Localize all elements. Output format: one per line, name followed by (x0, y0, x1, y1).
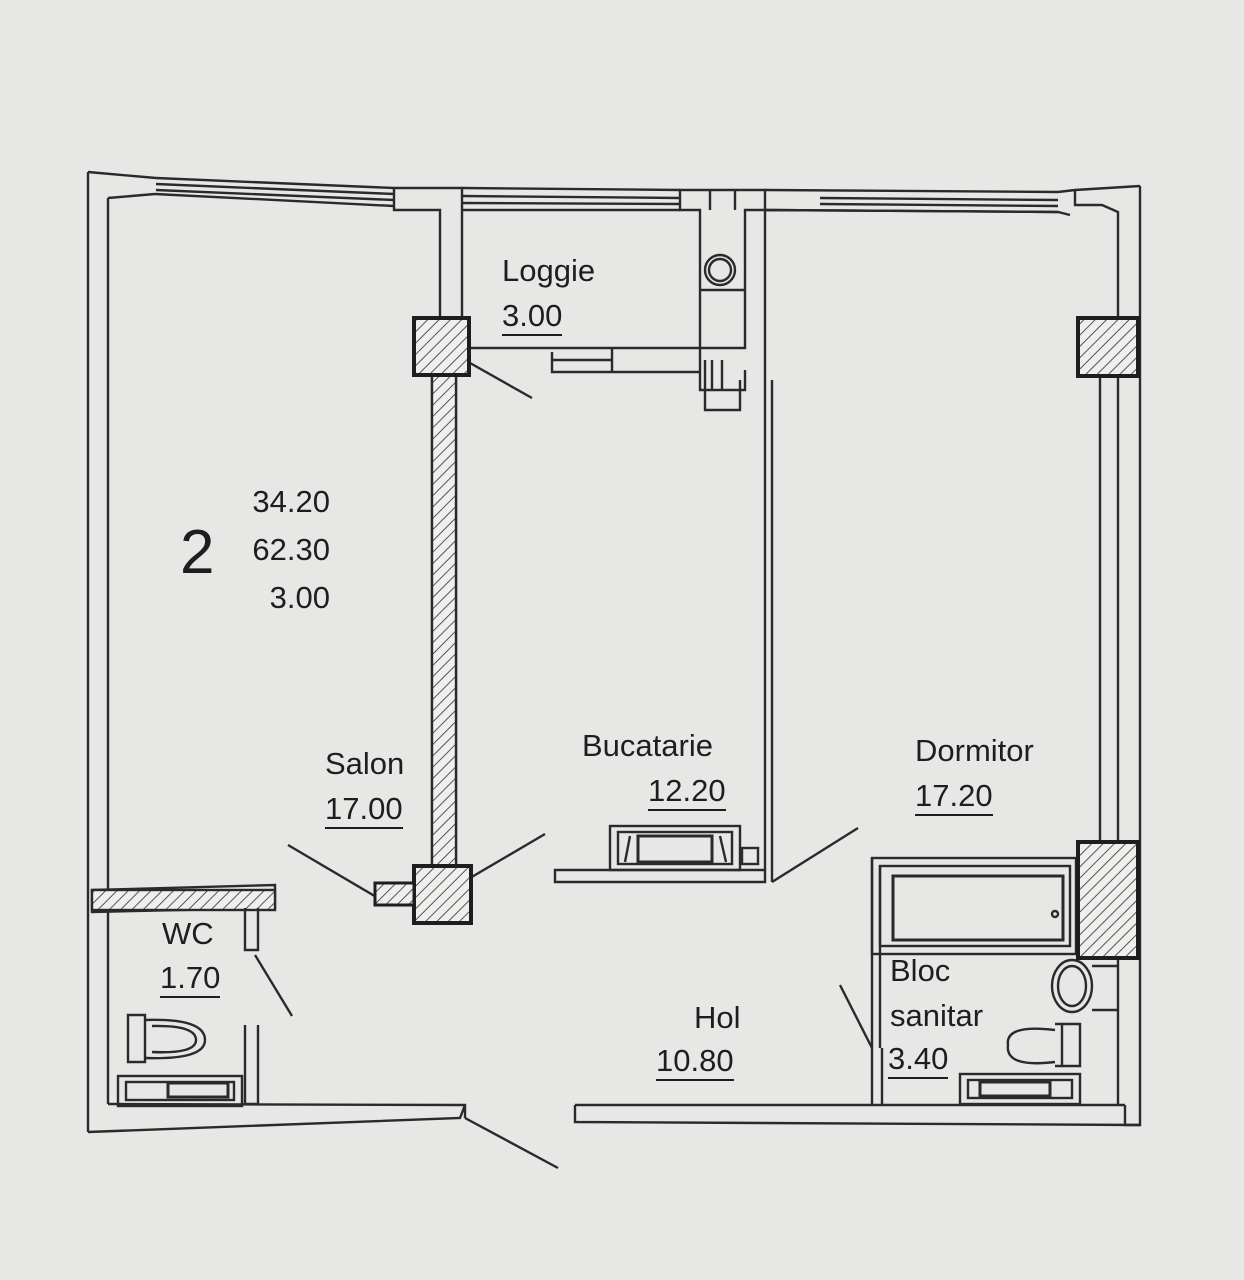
room-label-hol: Hol (694, 1000, 741, 1035)
door-swing-kitchen (469, 832, 546, 880)
door-swing-dormitor (771, 826, 859, 884)
kitchen-dormitor-partition (763, 380, 774, 882)
pillar-salon-bottom (412, 864, 473, 925)
room-label-bucatarie: Bucatarie (582, 728, 713, 763)
salon-loggia-wall (392, 186, 464, 318)
room-label-wc: WC (162, 916, 214, 951)
pillar-stub (373, 881, 416, 907)
wc-sink (116, 1074, 244, 1108)
kitchen-counter (608, 824, 760, 872)
bloc-sanitar-fixtures (870, 958, 1118, 1106)
room-area-bucatarie: 12.20 (648, 775, 726, 811)
room-area-loggie: 3.00 (502, 300, 563, 336)
door-swing-salon (287, 843, 379, 900)
salon-window (154, 176, 395, 208)
room-area-wc: 1.70 (160, 962, 221, 998)
pillar-right-top (1076, 316, 1140, 378)
pillar-right-mid (1076, 840, 1140, 960)
wc-side-wall (243, 908, 260, 1106)
room-area-bloc-sanitar: 3.40 (888, 1043, 949, 1079)
pillar-loggia (412, 316, 471, 377)
kitchen-bottom-wall (553, 868, 767, 884)
left-top-wall (87, 170, 157, 200)
loggia-window (461, 186, 681, 212)
room-area-salon: 17.00 (325, 793, 403, 829)
loggia-bottom-wall (470, 346, 700, 374)
room-label-dormitor: Dormitor (915, 733, 1034, 768)
ventilation-shaft (678, 188, 767, 412)
room-label-bloc-sanitar-line2: sanitar (890, 998, 984, 1033)
left-outer-wall (86, 172, 110, 1132)
room-label-loggie: Loggie (502, 253, 596, 288)
room-area-dormitor: 17.20 (915, 780, 993, 816)
wc-toilet (126, 1013, 207, 1064)
total-area-value: 62.30 (252, 532, 330, 568)
loggia-area-value: 3.00 (269, 580, 330, 616)
door-swing-loggia (469, 361, 533, 400)
room-area-hol: 10.80 (656, 1045, 734, 1081)
dormitor-window (764, 188, 1059, 214)
apartment-summary: 34.20 62.30 3.00 (232, 478, 330, 622)
room-label-salon: Salon (325, 746, 405, 781)
shaft-circle-icon (703, 253, 737, 287)
apartment-room-count: 2 (180, 518, 215, 587)
door-swing-bloc (838, 984, 874, 1049)
room-label-bloc-sanitar-line1: Bloc (890, 953, 951, 988)
door-swing-wc (253, 954, 294, 1017)
door-swing-entrance (464, 1116, 559, 1170)
living-area-value: 34.20 (252, 484, 330, 519)
bottom-outer-wall (87, 1102, 1141, 1134)
